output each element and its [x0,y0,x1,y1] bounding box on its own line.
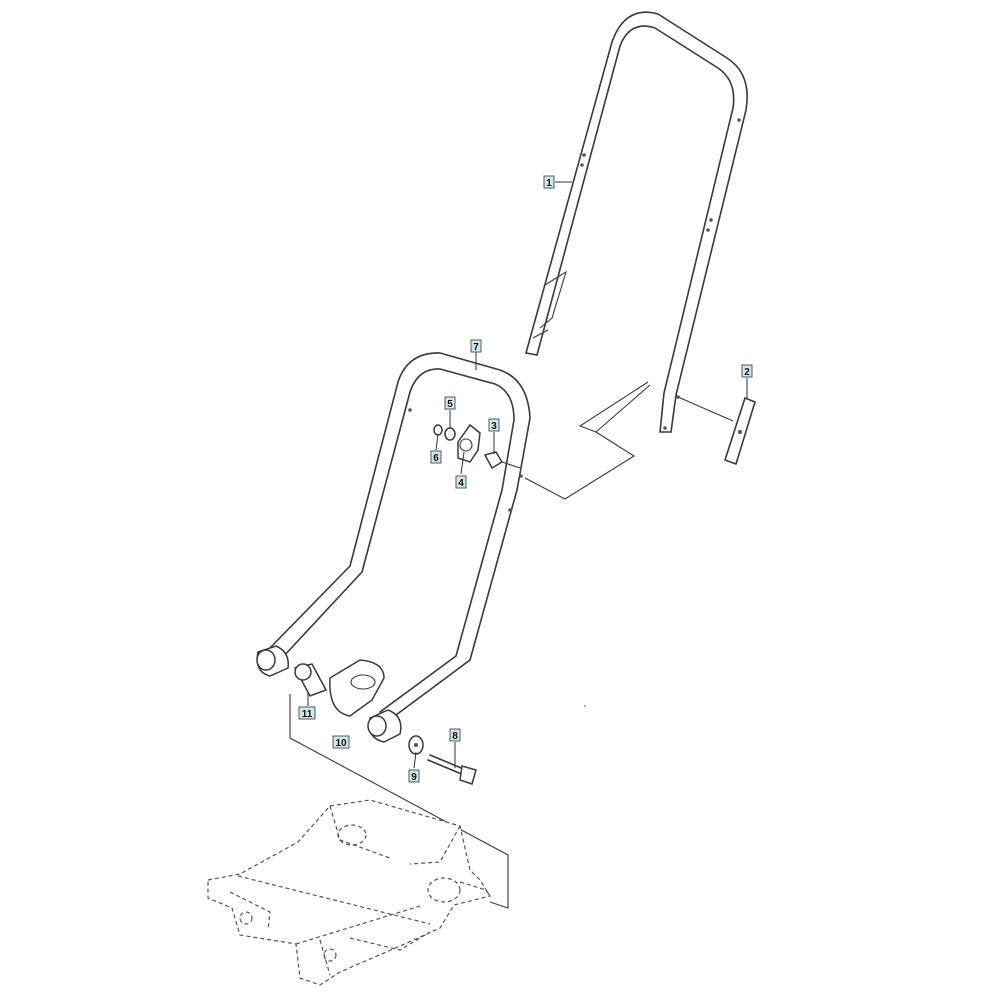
grip-pin-part [677,396,756,465]
svg-text:7: 7 [473,342,479,353]
base-reference-outline [289,694,509,909]
svg-text:4: 4 [458,478,464,489]
svg-text:3: 3 [491,421,497,432]
svg-text:6: 6 [433,453,439,464]
machine-base-phantom [207,799,491,986]
svg-text:8: 8 [452,731,458,742]
callout-label: 1 [543,175,555,189]
callout-label: 2 [741,364,753,378]
alignment-outline [524,381,651,500]
callout-label: 11 [298,706,316,720]
callout-label: 10 [332,735,350,749]
leader-lines [307,181,748,769]
lower-handle-part [267,352,531,719]
callout-label: 8 [449,728,461,742]
callout-label: 9 [408,769,420,783]
callout-label: 7 [470,339,482,353]
callout-label: 5 [444,396,456,410]
bushing-assembly [256,645,477,785]
callout-label: 6 [430,450,442,464]
svg-text:9: 9 [411,772,417,783]
callout-label: 4 [455,475,467,489]
svg-text:2: 2 [744,367,750,378]
svg-text:5: 5 [447,399,453,410]
callout-label: 3 [488,418,500,432]
upper-handle-part [525,11,748,433]
svg-text:1: 1 [546,178,552,189]
svg-text:10: 10 [335,738,347,749]
svg-text:11: 11 [302,709,313,720]
